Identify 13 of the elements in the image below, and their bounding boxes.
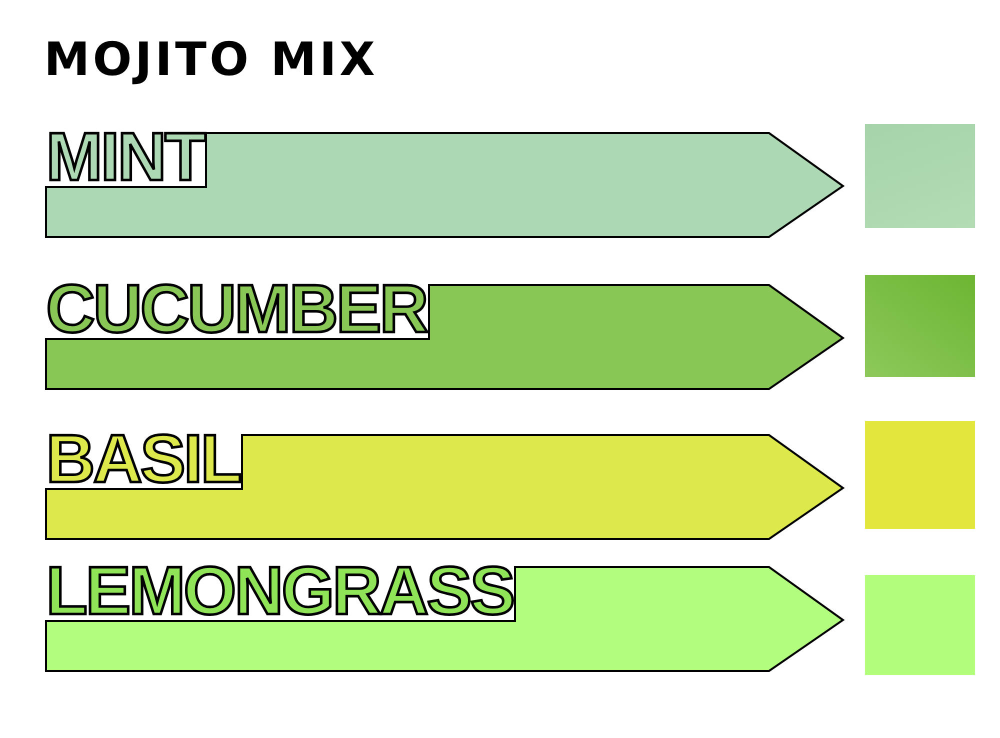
color-swatch	[865, 575, 975, 675]
arrow-band	[46, 285, 846, 391]
band-label: LEMONGRASS	[46, 557, 514, 625]
band-label: BASIL	[46, 425, 240, 493]
color-swatch	[865, 275, 975, 377]
color-swatch	[865, 421, 975, 529]
band-label: CUCUMBER	[46, 275, 427, 343]
arrow-band	[46, 133, 846, 239]
arrow-band	[46, 435, 846, 541]
band-label: MINT	[46, 123, 204, 191]
title: MOJITO MIX	[44, 36, 378, 82]
arrow-band	[46, 567, 846, 673]
color-swatch	[865, 124, 975, 228]
